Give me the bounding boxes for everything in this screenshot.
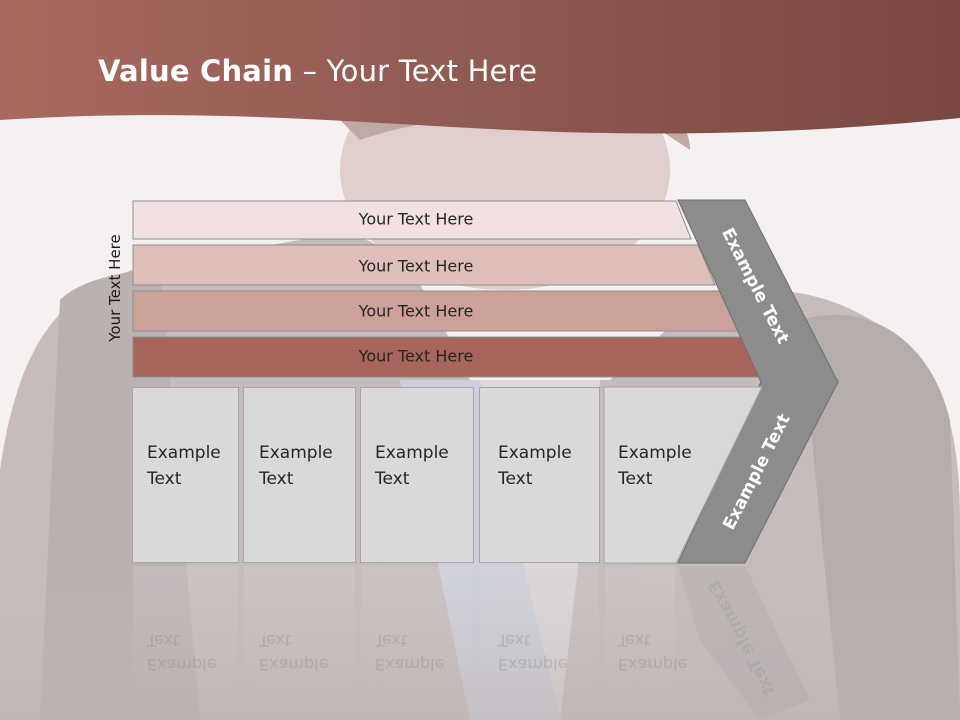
column-text-2-line1: Example [259, 443, 333, 463]
column-text-2: Example Text [259, 440, 333, 492]
column-text-1-line1: Example [147, 443, 221, 463]
bar-label-2: Your Text Here [358, 256, 474, 276]
column-text-1: Example Text [147, 440, 221, 492]
column-box-1 [132, 387, 239, 563]
column-reflection-2: Example Text [259, 628, 328, 676]
slide-title: Value Chain – Your Text Here [98, 54, 537, 88]
bar-label-3: Your Text Here [358, 301, 474, 321]
column-reflection-2-line1: Example [259, 655, 329, 674]
column-reflection-2-line2: Text [259, 631, 292, 650]
bar-label-4: Your Text Here [358, 346, 474, 366]
column-text-3-line1: Example [375, 443, 449, 463]
slide-title-bold: Value Chain [98, 54, 294, 88]
column-text-2-line2: Text [259, 469, 294, 489]
column-reflection-5-line1: Example [618, 655, 688, 674]
column-text-5-line1: Example [618, 443, 692, 463]
bar-label-1: Your Text Here [358, 209, 474, 229]
column-reflection-4-line2: Text [498, 631, 531, 650]
column-text-3-line2: Text [375, 469, 410, 489]
column-text-4-line1: Example [498, 443, 572, 463]
value-bar-2 [132, 244, 716, 286]
column-box-3 [360, 387, 474, 563]
column-reflection-1-line1: Example [147, 655, 217, 674]
value-bar-1 [132, 200, 692, 240]
chevron-reflection [678, 566, 810, 720]
column-reflection-4: Example Text [498, 628, 567, 676]
column-reflection-1: Example Text [147, 628, 216, 676]
side-label: Your Text Here [106, 234, 124, 342]
column-reflection-3-line2: Text [375, 631, 408, 650]
column-reflection-4-line1: Example [498, 655, 568, 674]
column-reflection-3: Example Text [375, 628, 444, 676]
column-reflection-5: Example Text [618, 628, 687, 676]
column-box-2 [243, 387, 356, 563]
column-reflection-1-line2: Text [147, 631, 180, 650]
column-reflection-3-line1: Example [375, 655, 445, 674]
header-band [0, 0, 960, 134]
column-text-4: Example Text [498, 440, 572, 492]
column-reflection-5-line2: Text [618, 631, 651, 650]
slide-title-rest: – Your Text Here [293, 54, 538, 88]
column-text-3: Example Text [375, 440, 449, 492]
column-box-4 [479, 387, 600, 563]
column-text-5-line2: Text [618, 469, 653, 489]
column-text-5: Example Text [618, 440, 692, 492]
column-text-4-line2: Text [498, 469, 533, 489]
column-text-1-line2: Text [147, 469, 182, 489]
